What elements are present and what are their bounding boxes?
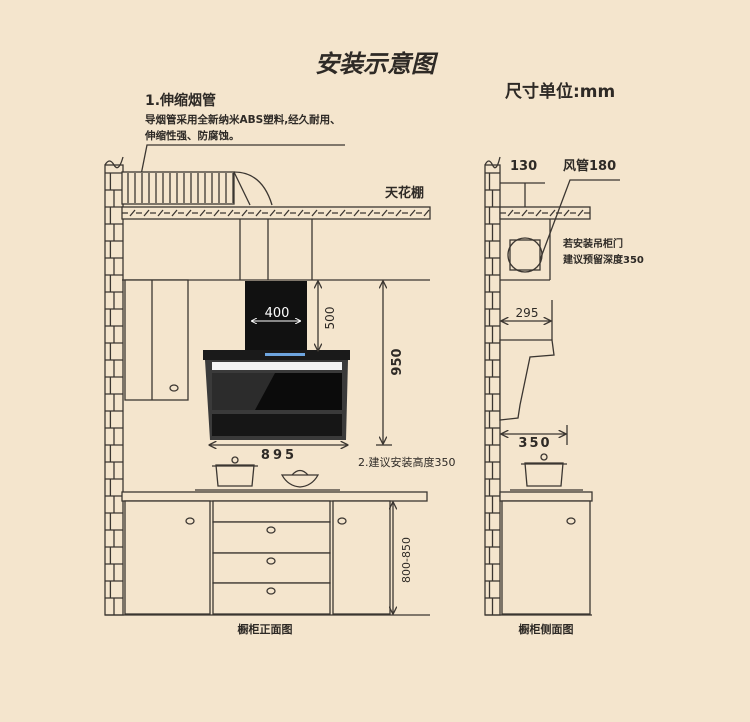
left-wall: [104, 156, 124, 616]
side-hood-depth-label: 350: [518, 436, 551, 451]
install-height-label: 950: [390, 348, 405, 375]
base-cabinet: [121, 491, 428, 615]
side-duct: [500, 219, 551, 281]
side-wall: [484, 156, 501, 616]
chimney-width-label: 400: [265, 306, 290, 321]
side-pot: [521, 453, 567, 487]
hood-width-label: 895: [261, 448, 297, 463]
wall-cabinet: [124, 279, 189, 401]
diagram-title: 安装示意图: [315, 50, 439, 78]
unit-label: 尺寸单位:mm: [505, 81, 615, 102]
range-hood: 400: [203, 281, 350, 440]
front-view-label: 橱柜正面图: [238, 622, 293, 636]
side-gap-label: 130: [510, 159, 537, 174]
ceiling: [121, 206, 591, 220]
pot: [212, 456, 258, 487]
note1-title: 1.伸缩烟管: [145, 92, 216, 109]
side-depth-label: 295: [516, 306, 539, 320]
cabinet-height-label: 800-850: [400, 537, 413, 583]
duct-label: 风管180: [563, 158, 616, 174]
side-cabinet: [499, 491, 593, 615]
note2: 2.建议安装高度350: [358, 455, 456, 469]
hood-side-profile: [499, 339, 555, 421]
flexible-duct: [121, 171, 273, 206]
wok: [280, 469, 320, 488]
chimney-height-label: 500: [323, 307, 337, 330]
note1-line1: 导烟管采用全新纳米ABS塑料,经久耐用、: [145, 113, 341, 126]
side-note-line2: 建议预留深度350: [562, 253, 644, 266]
side-view-label: 橱柜侧面图: [519, 622, 574, 636]
side-note-line1: 若安装吊柜门: [562, 237, 623, 250]
note1-line2: 伸缩性强、防腐蚀。: [144, 129, 240, 142]
ceiling-label: 天花棚: [385, 185, 424, 201]
